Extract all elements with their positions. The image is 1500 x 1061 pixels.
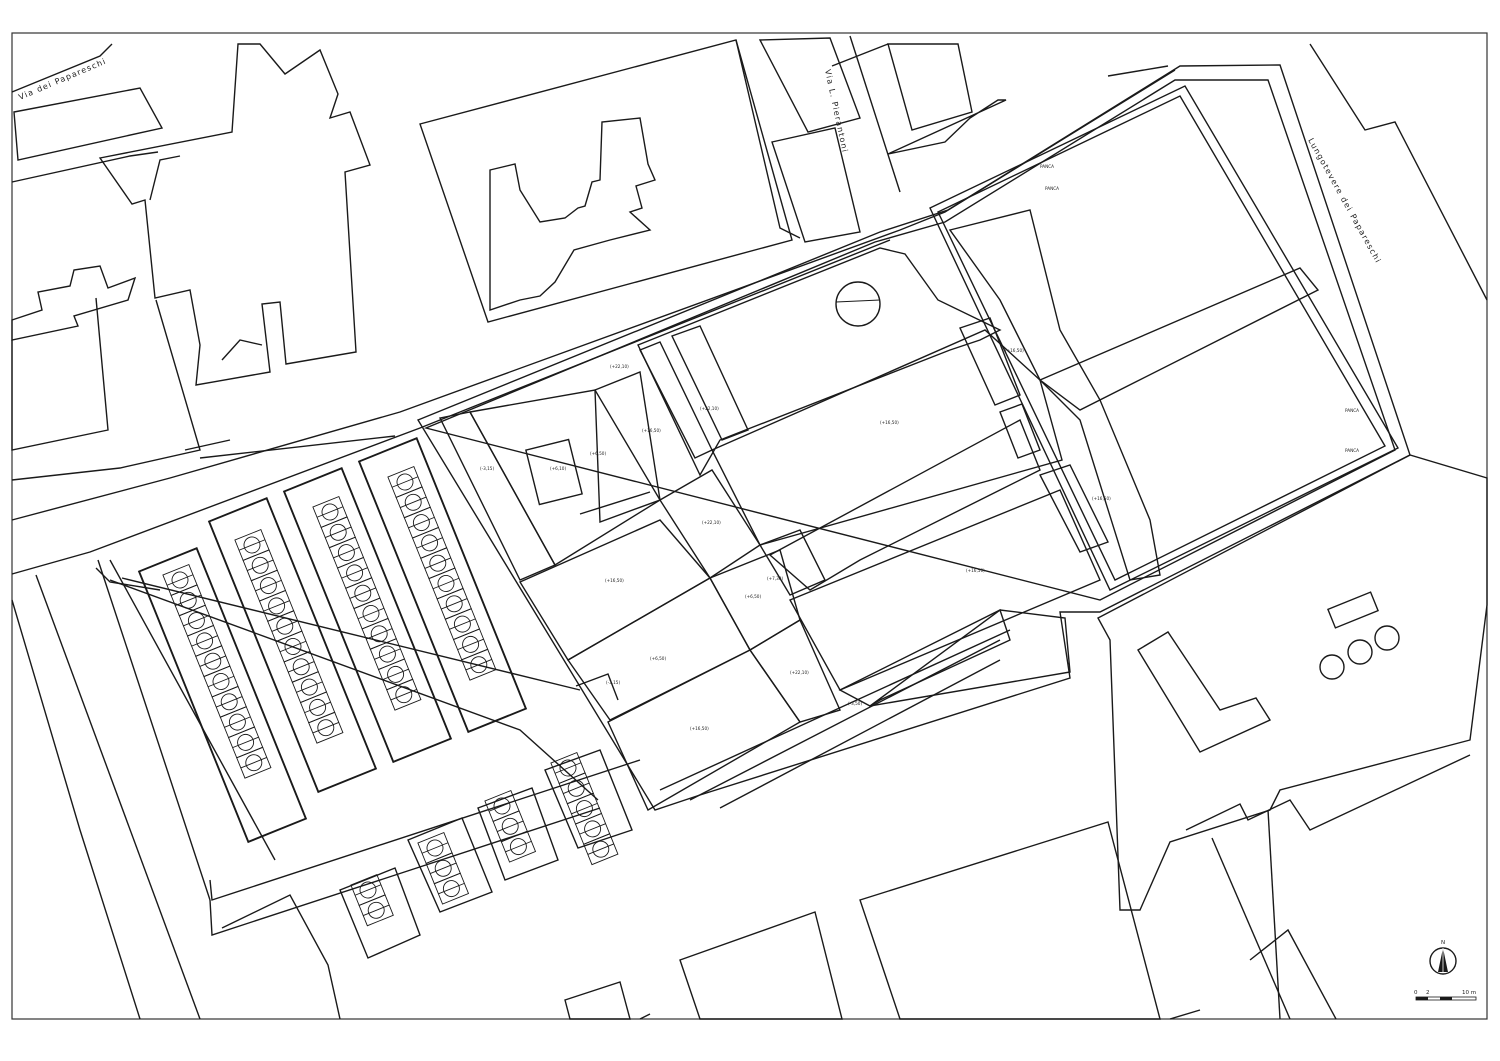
court-marking bbox=[500, 830, 536, 863]
building-blocks-bottom bbox=[564, 821, 1201, 1020]
court-marking bbox=[234, 529, 270, 561]
level-block-b: (+6,50) bbox=[650, 656, 666, 661]
court-marking bbox=[275, 630, 311, 663]
level-ramp: (-3,50) bbox=[848, 701, 862, 706]
level-top-left: (+22,10) bbox=[610, 364, 629, 369]
tiled-diagonal bbox=[948, 209, 1161, 581]
level-mid: (+22,10) bbox=[702, 520, 721, 525]
scale-zero: 0 bbox=[1414, 990, 1418, 996]
level-right-low: (+16,50) bbox=[1092, 496, 1111, 501]
court-marking bbox=[187, 625, 223, 657]
court-marking bbox=[320, 516, 356, 549]
court-marking bbox=[395, 486, 431, 519]
court-marking bbox=[433, 872, 469, 905]
court-marking bbox=[170, 584, 206, 617]
street-label-via-papareschi: Via dei Papareschi bbox=[17, 57, 108, 102]
level-small-stair: (+7,30) bbox=[767, 576, 783, 581]
level-main: (+16,50) bbox=[880, 420, 899, 425]
level-right-top: (+16,50) bbox=[1005, 348, 1024, 353]
tiled-plaza-north bbox=[637, 247, 1002, 477]
stair-e bbox=[758, 529, 826, 596]
court-marking bbox=[337, 557, 373, 589]
court-marking bbox=[428, 567, 464, 600]
level-cross-b: (+22,10) bbox=[790, 670, 809, 675]
court-marking bbox=[358, 894, 394, 927]
label-panca-1: PANCA bbox=[1040, 164, 1054, 169]
level-block-d: (+16,50) bbox=[690, 726, 709, 731]
court-marking bbox=[291, 671, 327, 703]
building-blocks-top-center bbox=[419, 35, 1007, 323]
court-marking bbox=[178, 604, 214, 637]
court-marking bbox=[353, 597, 389, 630]
building-blocks-top-right bbox=[1107, 43, 1488, 301]
court-marking bbox=[328, 536, 364, 569]
court-marking bbox=[236, 746, 272, 779]
street-label-lungotevere: Lungotevere dei Papareschi bbox=[1306, 137, 1383, 266]
right-side-features bbox=[1097, 454, 1488, 1020]
level-stair: (+22,10) bbox=[700, 406, 719, 411]
level-cross-a: (+6,50) bbox=[745, 594, 761, 599]
court-marking bbox=[425, 852, 461, 885]
street-edges bbox=[11, 69, 1176, 1020]
label-panca-4: PANCA bbox=[1345, 448, 1359, 453]
court-marking bbox=[162, 564, 198, 596]
court-markings bbox=[162, 466, 619, 927]
level-lower-main: (+16,50) bbox=[966, 568, 985, 573]
building-blocks-top-left bbox=[11, 43, 371, 481]
court-marking bbox=[412, 527, 448, 559]
north-arrow bbox=[1429, 947, 1457, 975]
level-block-a: (+16,50) bbox=[605, 578, 624, 583]
tiled-plaza-center bbox=[768, 419, 1041, 591]
court-marking bbox=[195, 645, 231, 678]
court-marking bbox=[436, 587, 472, 620]
scale-ten: 10 m bbox=[1462, 990, 1476, 996]
court-marking bbox=[259, 590, 295, 622]
court-marking bbox=[308, 711, 344, 744]
court-marking bbox=[386, 678, 422, 711]
court-marking bbox=[583, 833, 619, 866]
court-marking bbox=[312, 496, 348, 528]
court-marking bbox=[283, 650, 319, 683]
north-label: N bbox=[1441, 940, 1445, 946]
sports-courts-bottom bbox=[339, 749, 633, 959]
stair-d bbox=[1039, 464, 1109, 553]
level-court: (+6,50) bbox=[590, 451, 606, 456]
court-marking bbox=[228, 726, 264, 759]
scale-two: 2 bbox=[1426, 990, 1430, 996]
court-marking bbox=[444, 608, 480, 640]
court-marking bbox=[219, 706, 255, 738]
court-marking bbox=[345, 577, 381, 610]
level-left: (-3,15) bbox=[480, 466, 494, 471]
court-marking bbox=[461, 648, 497, 681]
court-marking bbox=[250, 569, 286, 602]
main-complex bbox=[416, 64, 1411, 811]
court-marking bbox=[453, 628, 489, 661]
court-marking bbox=[420, 547, 456, 580]
court-marking bbox=[203, 665, 239, 698]
label-panca-2: PANCA bbox=[1045, 186, 1059, 191]
court-marking bbox=[242, 549, 278, 582]
court-marking bbox=[211, 685, 247, 718]
stair-c bbox=[959, 317, 1021, 406]
court-marking bbox=[300, 691, 336, 724]
court-marking bbox=[387, 466, 423, 498]
scale-bar bbox=[1415, 996, 1477, 1001]
level-patio: (+6,10) bbox=[550, 466, 566, 471]
tiled-cross-path bbox=[1038, 267, 1320, 411]
court-marking bbox=[361, 617, 397, 650]
court-marking bbox=[403, 506, 439, 539]
sports-courts-left bbox=[137, 437, 528, 844]
level-block-c: (-3,15) bbox=[606, 680, 620, 685]
label-panca-3: PANCA bbox=[1345, 408, 1359, 413]
drawing-frame bbox=[11, 32, 1488, 1020]
stair-b bbox=[671, 325, 749, 441]
level-terrace: (+16,50) bbox=[642, 428, 661, 433]
